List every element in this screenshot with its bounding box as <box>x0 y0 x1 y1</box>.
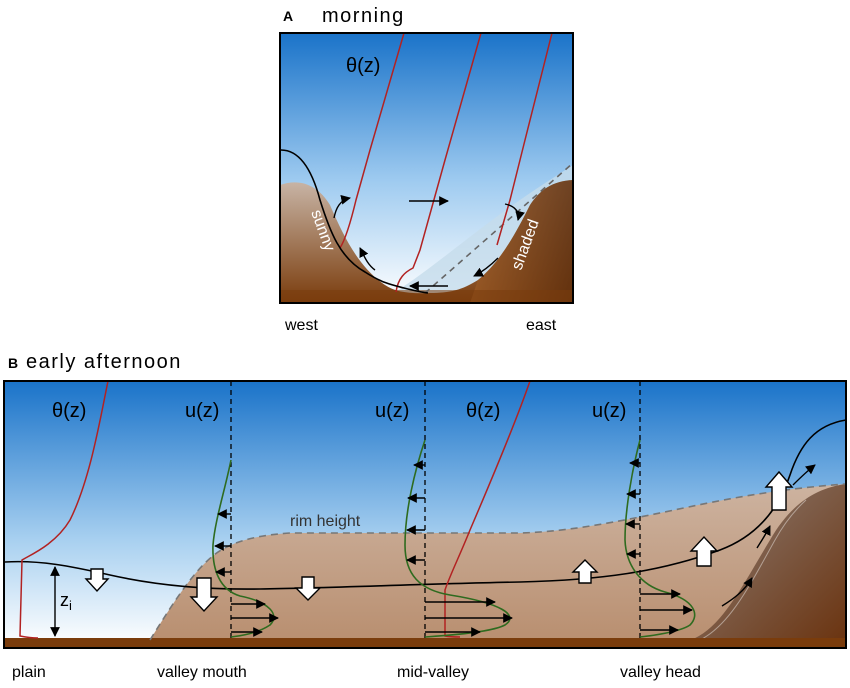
panel-a-theta-profile-3 <box>496 32 553 246</box>
panel-b-subsidence-arrow-plain <box>84 568 110 593</box>
panel-b-theta-label-mid: θ(z) <box>466 400 500 422</box>
panel-b-upslope-arrow-3 <box>792 464 816 486</box>
panel-b-rising-arrow-mid <box>571 559 599 584</box>
panel-b-wind-arrows-mid <box>406 460 513 637</box>
panel-a-shaded-slope <box>470 180 573 303</box>
panel-a-west-label: west <box>284 317 318 334</box>
panel-b-wind-arrows-mouth <box>214 509 279 637</box>
panel-b-theta-profile-mid <box>444 380 531 638</box>
panel-b-zi-label: zi <box>60 590 72 613</box>
panel-b-upslope-arrow-1 <box>721 577 753 607</box>
panel-b-sidewall-highlight <box>699 499 807 641</box>
panel-b-zi-base: z <box>60 590 69 610</box>
panel-a-letter: A <box>283 8 293 24</box>
panel-b-u-label-head: u(z) <box>592 400 626 422</box>
panel-b-wind-arrows-head <box>625 458 693 635</box>
panel-b-u-profile-mid <box>404 439 511 638</box>
panel-b-rising-arrow-head-2 <box>764 470 794 511</box>
panel-b-valley-head-hill <box>690 484 846 640</box>
panel-b-theta-profile-plain <box>19 380 109 639</box>
panel-a-theta-label: θ(z) <box>346 55 380 77</box>
panel-b-subsidence-arrow-mouth <box>189 577 219 613</box>
panel-b-title: early afternoon <box>26 351 182 373</box>
panel-a: A morning θ(z) sunny shaded west east <box>279 5 574 334</box>
panel-a-frame <box>279 32 574 304</box>
panel-b-theta-label-plain: θ(z) <box>52 400 86 422</box>
panel-b-ground <box>4 638 846 648</box>
panel-b-u-label-mid: u(z) <box>375 400 409 422</box>
panel-b-location-plain: plain <box>12 664 46 681</box>
panel-b-location-mid-valley: mid-valley <box>397 664 469 681</box>
panel-b-location-valley-mouth: valley mouth <box>157 664 247 681</box>
panel-b-subsidence-arrow-mid <box>294 576 322 601</box>
panel-b-valley-sidewall <box>150 484 846 640</box>
panel-a-title: morning <box>322 5 405 27</box>
panel-a-upslope-arrow <box>333 194 351 219</box>
panel-b: B early afternoon zi <box>3 351 847 681</box>
panel-b-upslope-arrow-2 <box>756 525 771 549</box>
panel-b-rim-height-line <box>149 483 847 641</box>
panel-a-slope-return-arrow <box>359 247 376 271</box>
panel-b-rim-height-label: rim height <box>290 513 361 530</box>
panel-a-sink-arrow <box>504 203 525 221</box>
panel-b-frame <box>3 380 847 649</box>
panel-a-theta-profile-1 <box>339 32 405 249</box>
panel-b-location-valley-head: valley head <box>620 664 701 681</box>
panel-a-valley-floor <box>280 290 573 303</box>
panel-b-u-label-mouth: u(z) <box>185 400 219 422</box>
panel-a-east-label: east <box>526 317 557 334</box>
panel-b-zi-subscript: i <box>69 598 72 613</box>
panel-b-vertical-motion-arrows <box>84 470 794 613</box>
panel-a-downslope-arrow <box>473 257 499 277</box>
panel-b-letter: B <box>8 355 18 371</box>
panel-b-rising-arrow-head-1 <box>689 535 719 567</box>
